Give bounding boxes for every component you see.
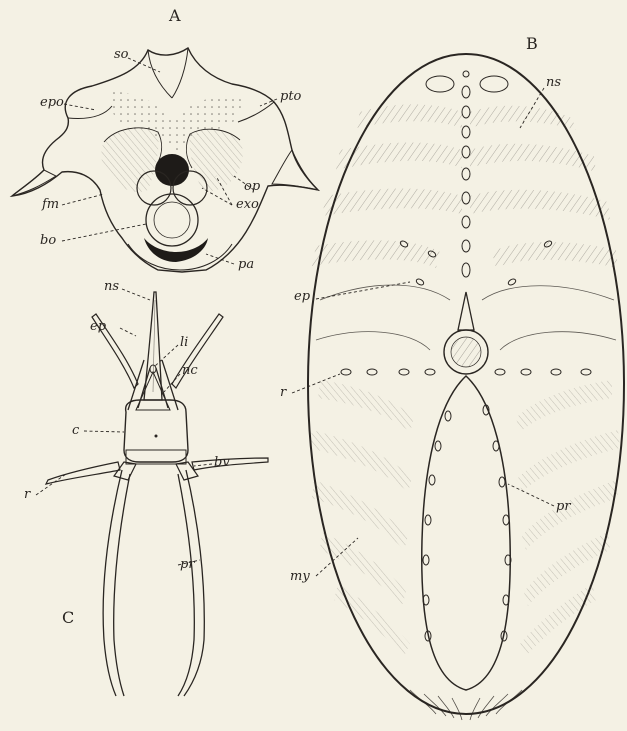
panel-letter-b: B (526, 36, 538, 52)
section-drawing (308, 54, 624, 720)
label-c-ns: ns (104, 280, 119, 293)
panel-letter-c: C (62, 610, 74, 626)
label-a-exo: exo (236, 198, 259, 211)
panel-letter-a: A (169, 8, 181, 24)
label-c-nc: nc (182, 364, 198, 377)
label-c-li: li (180, 336, 188, 349)
label-b-r: r (280, 386, 286, 399)
label-a-so: so (114, 48, 129, 61)
label-b-ns: ns (546, 76, 561, 89)
skull-drawing (12, 48, 318, 272)
label-b-my: my (290, 570, 310, 583)
label-a-bo: bo (40, 234, 56, 247)
label-c-bv: bv (214, 456, 230, 469)
label-c-c: c (72, 424, 79, 437)
label-c-ep: ep (90, 320, 106, 333)
label-b-pr: pr (556, 500, 571, 513)
label-a-fm: fm (42, 198, 59, 211)
vertebra-drawing (46, 292, 268, 696)
label-a-epo: epo (40, 96, 64, 109)
label-c-pr: pr (180, 558, 195, 571)
label-c-r: r (24, 488, 30, 501)
label-a-pa: pa (238, 258, 254, 271)
label-a-pto: pto (280, 90, 301, 103)
label-a-op: op (244, 180, 260, 193)
label-b-ep: ep (294, 290, 310, 303)
